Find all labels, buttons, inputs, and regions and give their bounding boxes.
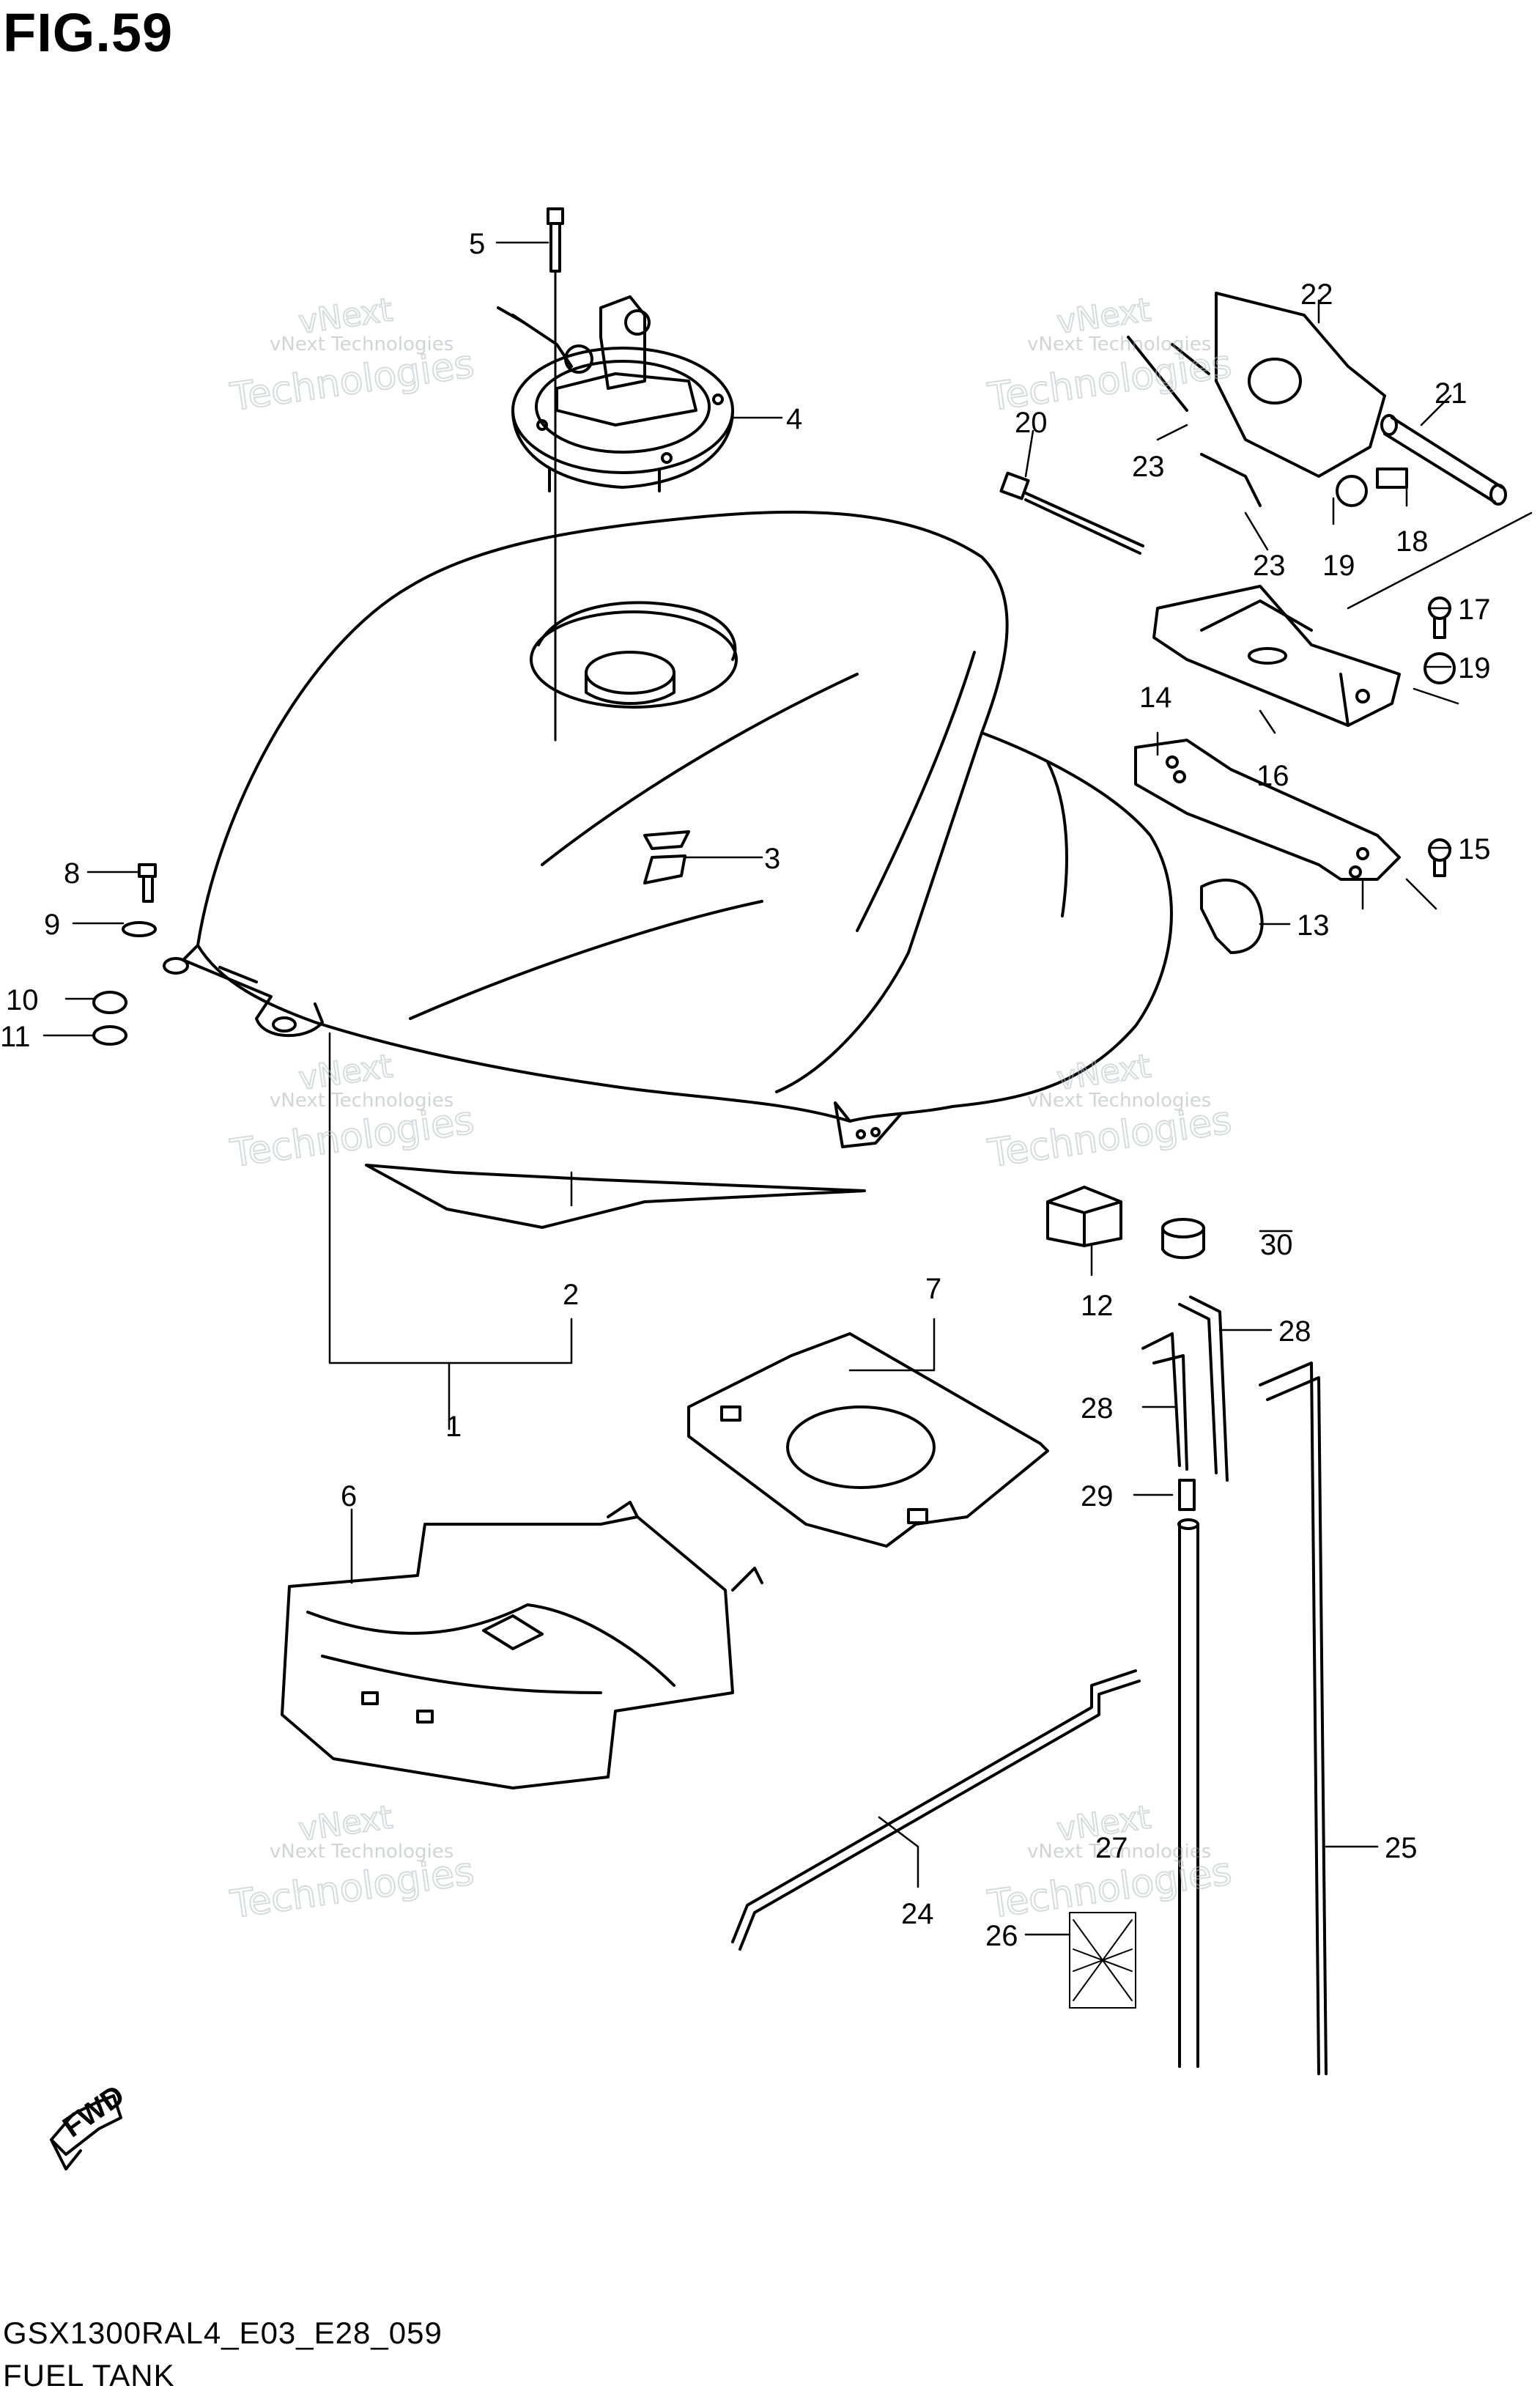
callout-21: 21: [1435, 377, 1467, 410]
watermark-text: vNext Technologies: [1027, 1090, 1211, 1112]
callout-8: 8: [64, 857, 80, 890]
fwd-arrow-icon: [50, 2094, 122, 2171]
fasteners-left: [92, 863, 157, 1046]
model-code: GSX1300RAL4_E03_E28_059: [3, 2316, 443, 2350]
watermark-group-1: vNext Technologies Technologies vNext: [226, 290, 477, 421]
watermark-text: vNext Technologies: [270, 1841, 454, 1863]
callout-6: 6: [341, 1480, 357, 1512]
mesh-26: [1069, 1912, 1136, 2009]
fuel-cap: [497, 295, 734, 492]
callout-17: 17: [1458, 594, 1491, 626]
callout-7: 7: [925, 1273, 941, 1305]
bolt-20: [999, 471, 1144, 555]
ring-30: [1161, 1218, 1205, 1260]
watermark-text: vNext Technologies: [1027, 333, 1211, 355]
callout-18: 18: [1396, 525, 1429, 558]
callout-12: 12: [1081, 1290, 1114, 1322]
watermark-group-2: vNext Technologies Technologies vNext: [984, 290, 1234, 421]
callout-26: 26: [985, 1920, 1018, 1952]
callout-23b: 23: [1253, 550, 1286, 582]
watermark-text: vNext Technologies: [270, 1090, 454, 1112]
callout-25: 25: [1385, 1832, 1418, 1864]
watermark-text: vNext Technologies: [270, 333, 454, 355]
pad-2: [365, 1164, 866, 1229]
watermark-group-5: vNext Technologies Technologies vNext: [226, 1798, 477, 1928]
callout-20: 20: [1015, 407, 1048, 439]
heat-shield-6: [281, 1501, 763, 1789]
callout-13: 13: [1297, 909, 1330, 942]
callout-19b: 19: [1458, 652, 1491, 684]
rubber-13: [1200, 879, 1264, 954]
callout-29: 29: [1081, 1480, 1114, 1512]
callout-24: 24: [901, 1898, 934, 1930]
callout-5: 5: [469, 228, 485, 260]
callout-28a: 28: [1278, 1315, 1311, 1348]
figure-title: FIG.59: [3, 2, 174, 63]
callout-3: 3: [764, 843, 780, 875]
callout-22: 22: [1300, 278, 1333, 311]
callout-16: 16: [1256, 760, 1289, 792]
callout-15: 15: [1458, 833, 1491, 865]
callout-4: 4: [786, 403, 802, 435]
fuel-tank: [163, 510, 1173, 1148]
hoses: [1141, 1296, 1328, 2075]
callout-1: 1: [445, 1411, 462, 1443]
callout-28b: 28: [1081, 1392, 1114, 1425]
watermark-group-4: vNext Technologies Technologies vNext: [984, 1046, 1234, 1177]
callout-19a: 19: [1322, 550, 1355, 582]
protector-7: [687, 1332, 1049, 1548]
callout-11: 11: [0, 1021, 31, 1053]
rear-bracket: [1127, 292, 1401, 881]
section-title: FUEL TANK: [3, 2358, 175, 2393]
callout-23a: 23: [1132, 451, 1165, 483]
callout-30: 30: [1260, 1229, 1293, 1261]
pin-21: [1380, 414, 1507, 506]
callout-10: 10: [6, 984, 39, 1016]
callout-9: 9: [44, 909, 60, 941]
bolt-5: [547, 207, 564, 273]
rubber-12: [1046, 1186, 1122, 1247]
watermark-text: vNext Technologies: [1027, 1841, 1211, 1863]
watermark-group-3: vNext Technologies Technologies vNext: [226, 1046, 477, 1177]
callout-2: 2: [563, 1279, 579, 1311]
callout-27: 27: [1095, 1832, 1128, 1864]
callout-14: 14: [1139, 681, 1172, 714]
wire-24: [731, 1669, 1141, 1951]
